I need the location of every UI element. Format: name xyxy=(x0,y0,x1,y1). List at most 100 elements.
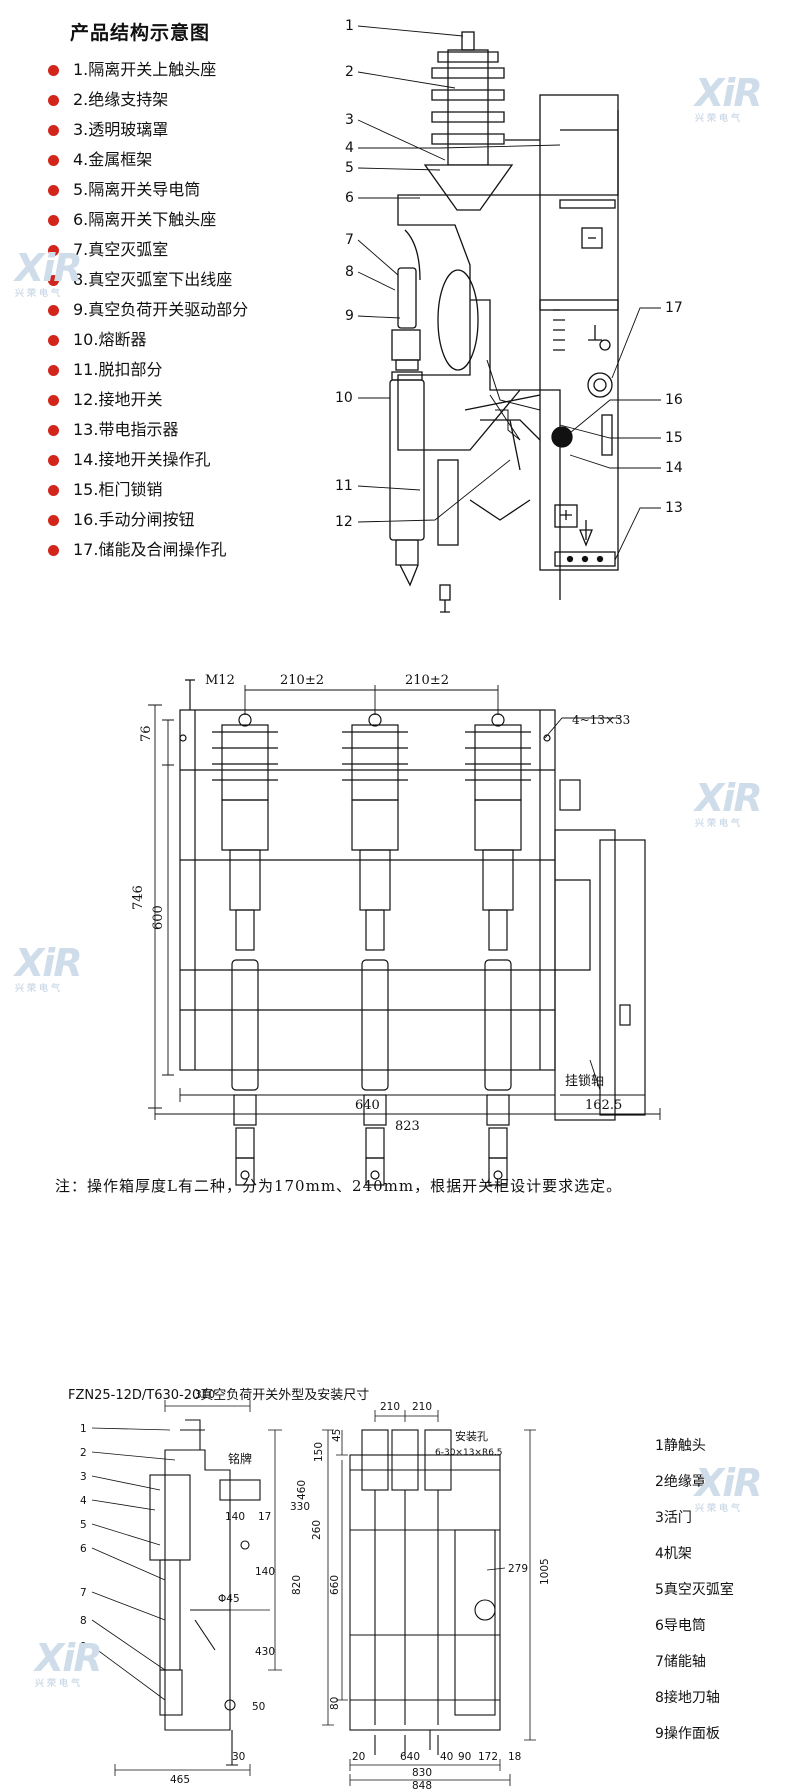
callout-12: 12 xyxy=(335,514,353,530)
dim-50: 50 xyxy=(252,1701,265,1713)
mount-hole-spec: 6-30×13×R6.5 xyxy=(435,1448,503,1458)
model-subtitle: FZN25-12D/T630-20真空负荷开关外型及安装尺寸 xyxy=(68,1388,370,1403)
legend-label: 17.储能及合闸操作孔 xyxy=(73,540,227,559)
bullet-icon xyxy=(48,364,59,376)
legend-label: 2.绝缘支持架 xyxy=(73,90,169,109)
legend-item: 12.接地开关 xyxy=(48,385,248,415)
dim-430: 430 xyxy=(255,1646,275,1658)
callout-15: 15 xyxy=(665,430,683,446)
legend-label: 16.手动分闸按钮 xyxy=(73,510,195,529)
dim-width-162: 162.5 xyxy=(585,1098,622,1113)
dim-17: 17 xyxy=(258,1511,271,1523)
pole-3 xyxy=(465,713,531,1186)
callout-14: 14 xyxy=(665,460,683,476)
dim-w90: 90 xyxy=(458,1751,471,1763)
part-item: 6导电筒 xyxy=(655,1618,706,1634)
legend-label: 4.金属框架 xyxy=(73,150,153,169)
pole-1 xyxy=(212,713,278,1186)
callout-6: 6 xyxy=(345,190,354,206)
legend-label: 7.真空灭弧室 xyxy=(73,240,169,259)
dim-279: 279 xyxy=(508,1563,528,1575)
callout-5: 5 xyxy=(345,160,354,176)
left-label-4: 4 xyxy=(80,1495,87,1507)
mount-hole-label: 安装孔 xyxy=(455,1429,488,1443)
side-view-drawing: 1 2 3 4 5 6 7 8 9 10 11 12 13 14 15 16 1… xyxy=(335,18,683,613)
legend-item: 8.真空灭弧室下出线座 xyxy=(48,265,248,295)
legend-label: 10.熔断器 xyxy=(73,330,147,349)
legend-label: 11.脱扣部分 xyxy=(73,360,163,379)
legend-label: 1.隔离开关上触头座 xyxy=(73,60,217,79)
left-leaders xyxy=(91,1400,282,1776)
part-item: 5真空灭弧室 xyxy=(655,1582,734,1598)
fuse-column xyxy=(389,267,541,613)
dim-width-640: 640 xyxy=(355,1098,380,1113)
bullet-icon xyxy=(48,544,59,556)
dim-140b: 140 xyxy=(255,1566,275,1578)
bullet-icon xyxy=(48,124,59,136)
bullet-icon xyxy=(48,334,59,346)
part-item: 7储能轴 xyxy=(655,1654,706,1670)
dim-460: 460 xyxy=(296,1480,308,1500)
legend-item: 17.储能及合闸操作孔 xyxy=(48,535,248,565)
legend-item: 3.透明玻璃罩 xyxy=(48,115,248,145)
dim-m12: M12 xyxy=(205,673,235,688)
dim-pitch-2: 210±2 xyxy=(405,673,449,688)
legend-item: 9.真空负荷开关驱动部分 xyxy=(48,295,248,325)
install-drawing: 1 2 3 4 5 6 7 8 9 310 铭牌 330 140 17 140 … xyxy=(80,1389,551,1789)
right-front-view xyxy=(349,1429,501,1755)
legend-item: 1.隔离开关上触头座 xyxy=(48,55,248,85)
bullet-icon xyxy=(48,274,59,286)
legend-label: 12.接地开关 xyxy=(73,390,163,409)
legend-label: 9.真空负荷开关驱动部分 xyxy=(73,300,249,319)
dim-820: 820 xyxy=(291,1575,303,1595)
front-view-drawing: M12 210±2 210±2 4~13×33 76 746 600 640 8… xyxy=(131,673,661,1186)
dim-height-600: 600 xyxy=(151,905,166,930)
legend-item: 13.带电指示器 xyxy=(48,415,248,445)
lock-shaft-label: 挂锁轴 xyxy=(565,1073,604,1089)
bullet-icon xyxy=(48,394,59,406)
left-label-7: 7 xyxy=(80,1587,87,1599)
dim-pitch-1: 210±2 xyxy=(280,673,324,688)
callout-4: 4 xyxy=(345,140,354,156)
dim-660: 660 xyxy=(329,1575,341,1595)
callout-17: 17 xyxy=(665,300,683,316)
legend-label: 5.隔离开关导电筒 xyxy=(73,180,201,199)
legend-item: 4.金属框架 xyxy=(48,145,248,175)
left-label-8: 8 xyxy=(80,1615,87,1627)
dim-w640: 640 xyxy=(400,1751,420,1763)
dim-w848: 848 xyxy=(412,1780,432,1789)
legend-label: 3.透明玻璃罩 xyxy=(73,120,169,139)
dim-45: 45 xyxy=(331,1429,343,1442)
bullet-icon xyxy=(48,514,59,526)
structure-panel: 产品结构示意图 1.隔离开关上触头座 2.绝缘支持架 3.透明玻璃罩 4.金属框… xyxy=(0,0,790,620)
left-side-view xyxy=(149,1419,261,1766)
thickness-note: 注：操作箱厚度L有二种，分为170mm、240mm，根据开关柜设计要求选定。 xyxy=(55,1177,623,1195)
legend-label: 15.柜门锁销 xyxy=(73,480,163,499)
left-label-9: 9 xyxy=(80,1641,87,1653)
bullet-icon xyxy=(48,94,59,106)
dim-140a: 140 xyxy=(225,1511,245,1523)
left-label-3: 3 xyxy=(80,1471,87,1483)
part-item: 3活门 xyxy=(655,1510,692,1526)
dim-w830: 830 xyxy=(412,1767,432,1779)
callout-16: 16 xyxy=(665,392,683,408)
legend-item: 6.隔离开关下触头座 xyxy=(48,205,248,235)
pole-2 xyxy=(342,713,408,1186)
legend-label: 13.带电指示器 xyxy=(73,420,179,439)
bullet-icon xyxy=(48,244,59,256)
dim-80: 80 xyxy=(329,1697,341,1710)
legend-label: 8.真空灭弧室下出线座 xyxy=(73,270,233,289)
dim-mount-holes: 4~13×33 xyxy=(572,713,630,727)
legend-item: 2.绝缘支持架 xyxy=(48,85,248,115)
left-label-5: 5 xyxy=(80,1519,87,1531)
dimension-lines xyxy=(148,685,661,1120)
install-dims-panel: FZN25-12D/T630-20真空负荷开关外型及安装尺寸 1 2 xyxy=(0,1370,790,1789)
dim-right-210b: 210 xyxy=(412,1401,432,1413)
insulator xyxy=(423,31,514,211)
legend-item: 5.隔离开关导电筒 xyxy=(48,175,248,205)
